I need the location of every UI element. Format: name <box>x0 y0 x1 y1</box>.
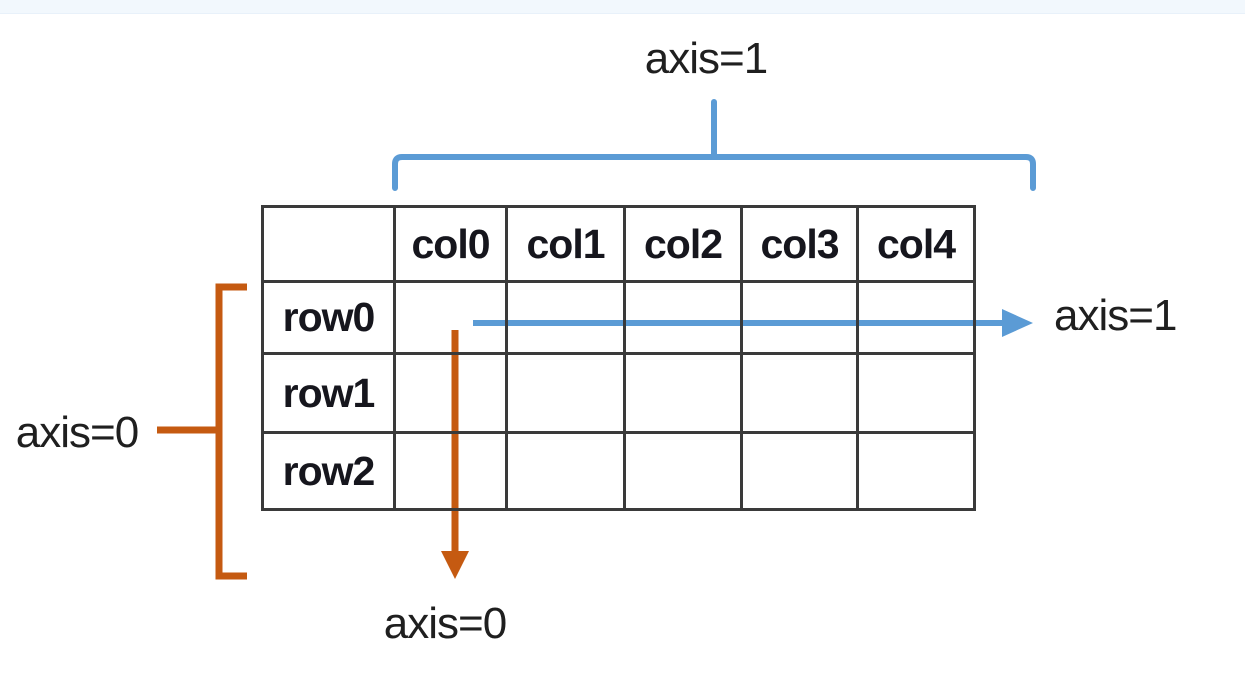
col-header: col1 <box>505 205 626 283</box>
data-cell <box>623 352 743 434</box>
axis1-right-label: axis=1 <box>1054 291 1177 340</box>
col-header: col3 <box>740 205 859 283</box>
row-header: row1 <box>261 352 396 434</box>
data-cell <box>856 280 976 355</box>
data-cell <box>740 431 859 511</box>
data-cell <box>393 352 508 434</box>
axis0-left-label: axis=0 <box>15 408 139 457</box>
dataframe-table: col0 col1 col2 col3 col4 row0 row1 row2 <box>261 205 976 511</box>
table-row: row2 <box>261 431 976 511</box>
axis0-row-bracket <box>157 283 247 580</box>
axis1-top-label: axis=1 <box>644 34 768 83</box>
corner-cell <box>261 205 396 283</box>
data-cell <box>856 431 976 511</box>
data-cell <box>623 280 743 355</box>
data-cell <box>740 352 859 434</box>
data-cell <box>856 352 976 434</box>
data-cell <box>623 431 743 511</box>
data-cell <box>393 280 508 355</box>
data-cell <box>740 280 859 355</box>
data-cell <box>505 280 626 355</box>
col-header: col2 <box>623 205 743 283</box>
data-cell <box>505 431 626 511</box>
table-header-row: col0 col1 col2 col3 col4 <box>261 205 976 283</box>
table-row: row1 <box>261 352 976 434</box>
row-header: row0 <box>261 280 396 355</box>
axis1-column-brace <box>392 99 1036 191</box>
top-highlight-bar <box>0 0 1245 14</box>
data-cell <box>393 431 508 511</box>
axis0-bottom-label: axis=0 <box>383 599 507 648</box>
col-header: col0 <box>393 205 508 283</box>
row-header: row2 <box>261 431 396 511</box>
data-cell <box>505 352 626 434</box>
col-header: col4 <box>856 205 976 283</box>
table-row: row0 <box>261 280 976 355</box>
